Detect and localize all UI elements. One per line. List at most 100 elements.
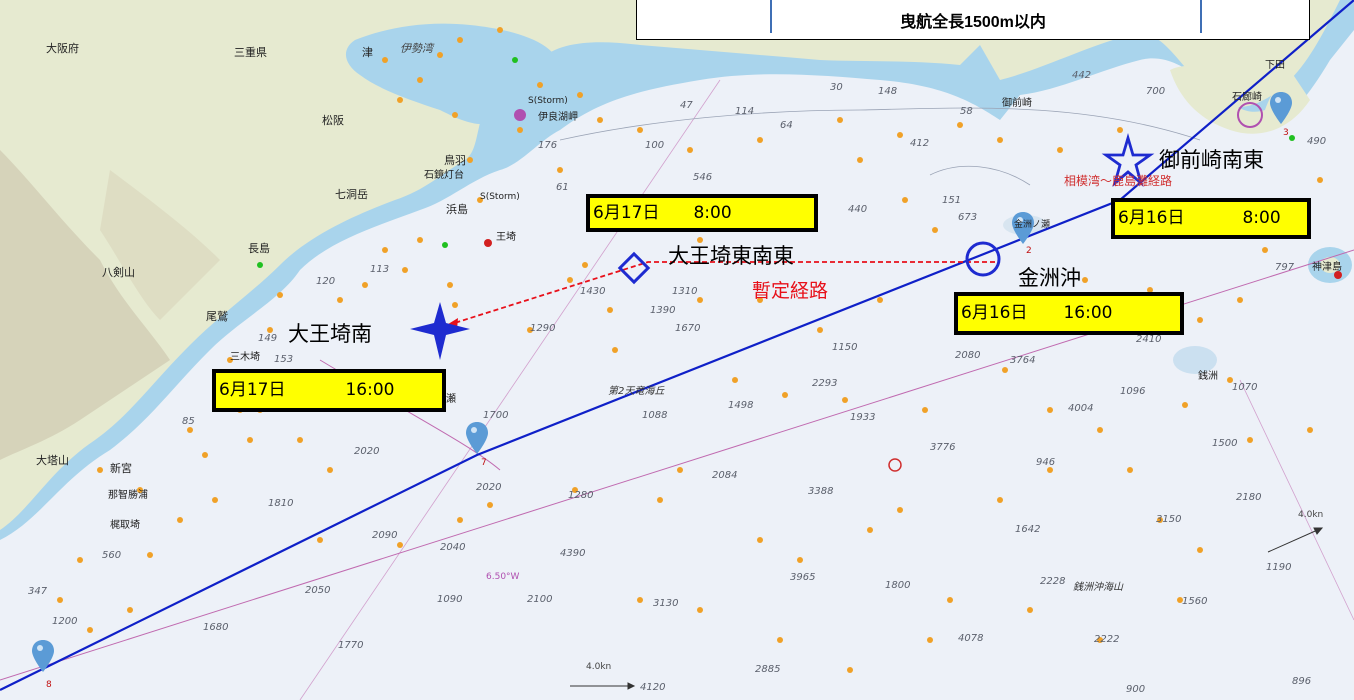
depth-sounding: 2885 <box>755 664 781 675</box>
depth-sounding: 3965 <box>790 572 816 583</box>
depth-sounding: 1430 <box>580 286 606 297</box>
route-note-label: 相模湾〜鹿島灘経路 <box>1064 174 1173 188</box>
depth-sounding: 2100 <box>527 594 553 605</box>
circled-mark <box>888 458 902 472</box>
waypoint-label-daiozaki-s: 大王埼南 <box>288 322 372 346</box>
depth-sounding: 113 <box>370 264 390 275</box>
izu-peninsula <box>1170 66 1310 134</box>
place-label: 石廊崎 <box>1232 92 1262 103</box>
depth-sounding: 560 <box>102 550 122 561</box>
depth-sounding: 153 <box>274 354 294 365</box>
depth-sounding: 2228 <box>1040 576 1066 587</box>
depth-sounding: 2410 <box>1136 334 1162 345</box>
depth-sounding: 1700 <box>483 410 509 421</box>
depth-sounding: 896 <box>1292 676 1312 687</box>
depth-sounding: 1500 <box>1212 438 1238 449</box>
hazard-dots <box>57 27 1323 673</box>
mountain-shading <box>0 150 170 460</box>
shipping-line <box>299 79 721 700</box>
depth-sounding: 148 <box>878 86 898 97</box>
depth-sounding: 900 <box>1126 684 1146 695</box>
zeni-shallow <box>1173 346 1217 374</box>
place-label: 七洞岳 <box>335 188 368 201</box>
place-label: 神津島 <box>1312 262 1342 273</box>
depth-sounding: 1150 <box>832 342 858 353</box>
place-label: 梶取埼 <box>110 520 140 531</box>
shipping-line <box>1239 379 1354 621</box>
depth-sounding: 412 <box>910 138 930 149</box>
depth-sounding: 58 <box>960 106 973 117</box>
island <box>1320 257 1340 273</box>
depth-sounding: 1498 <box>728 400 754 411</box>
place-label: 伊勢湾 <box>400 42 433 55</box>
map-pin-icon[interactable] <box>1012 212 1034 248</box>
place-label: 那智勝浦 <box>108 490 148 501</box>
callout-0617-0800: 6月17日 8:00 <box>586 194 818 232</box>
waypoint-label-omaezaki-se: 御前崎南東 <box>1159 148 1264 172</box>
depth-sounding: 4004 <box>1068 403 1094 414</box>
place-label: 尾鷲 <box>206 310 228 323</box>
callout-0617-1600: 6月17日 16:00 <box>212 369 446 412</box>
depth-sounding: 490 <box>1307 136 1327 147</box>
pin-number: 7 <box>481 458 487 468</box>
place-label: 銭洲沖海山 <box>1073 582 1123 593</box>
callout-date: 6月16日 <box>1118 208 1185 228</box>
callout-time: 16:00 <box>1063 303 1113 323</box>
green-light <box>257 262 263 268</box>
place-label: 第2天竜海丘 <box>608 386 665 397</box>
place-label: 新宮 <box>110 462 132 475</box>
place-label: 石鏡灯台 <box>424 170 464 181</box>
depth-sounding: 2222 <box>1094 634 1120 645</box>
place-label: 金洲ノ瀬 <box>1014 220 1051 230</box>
daiozaki-s-star-marker <box>410 302 470 360</box>
depth-sounding: 3150 <box>1156 514 1182 525</box>
depth-sounding: 1070 <box>1232 382 1258 393</box>
place-label: 王埼 <box>496 232 516 243</box>
depth-sounding: 1642 <box>1015 524 1041 535</box>
place-label: 三重県 <box>234 46 267 59</box>
place-label: 八剣山 <box>102 266 135 279</box>
place-label: 松阪 <box>322 114 344 127</box>
depth-sounding: 1800 <box>885 580 911 591</box>
callout-date: 6月16日 <box>961 303 1028 323</box>
callout-date: 6月17日 <box>593 202 660 223</box>
omaezaki-se-star-marker <box>1101 133 1155 188</box>
depth-sounding: 47 <box>680 100 693 111</box>
green-light <box>442 242 448 248</box>
depth-sounding: 4078 <box>958 633 984 644</box>
callout-date: 6月17日 <box>219 380 286 400</box>
depth-sounding: 114 <box>735 106 755 117</box>
magnetic-variation-label: 6.50°W <box>486 572 520 582</box>
depth-sounding: 1310 <box>672 286 698 297</box>
provisional-route-label: 暫定経路 <box>752 280 829 302</box>
map-pin-icon[interactable] <box>1270 92 1292 128</box>
depth-sounding: 85 <box>182 416 195 427</box>
place-label: 大阪府 <box>46 42 79 55</box>
depth-sounding: 546 <box>693 172 713 183</box>
place-label: 下田 <box>1265 60 1285 71</box>
depth-sounding: 2040 <box>440 542 466 553</box>
callout-time: 8:00 <box>693 202 732 223</box>
depth-sounding: 946 <box>1036 457 1056 468</box>
callout-time: 8:00 <box>1242 208 1281 228</box>
depth-sounding: 2020 <box>354 446 380 457</box>
depth-sounding: 3776 <box>930 442 956 453</box>
current-label: 4.0kn <box>586 662 612 672</box>
depth-sounding: 2050 <box>305 585 331 596</box>
depth-sounding: 2020 <box>476 482 502 493</box>
depth-sounding: 1810 <box>268 498 294 509</box>
depth-sounding: 797 <box>1275 262 1295 273</box>
daiozaki-ese-diamond-marker <box>617 251 651 285</box>
depth-sounding: 1280 <box>568 490 594 501</box>
callout-time: 16:00 <box>345 380 395 400</box>
map-pin-icon[interactable] <box>466 422 488 458</box>
map-pin-icon[interactable] <box>32 640 54 676</box>
depth-sounding: 3388 <box>808 486 834 497</box>
depth-sounding: 700 <box>1146 86 1166 97</box>
depth-sounding: 151 <box>942 195 962 206</box>
current-arrow <box>570 527 1324 690</box>
depth-sounding: 2084 <box>712 470 738 481</box>
waypoint-label-kinsu-oki: 金洲沖 <box>1018 266 1081 290</box>
depth-sounding: 1190 <box>1266 562 1292 573</box>
